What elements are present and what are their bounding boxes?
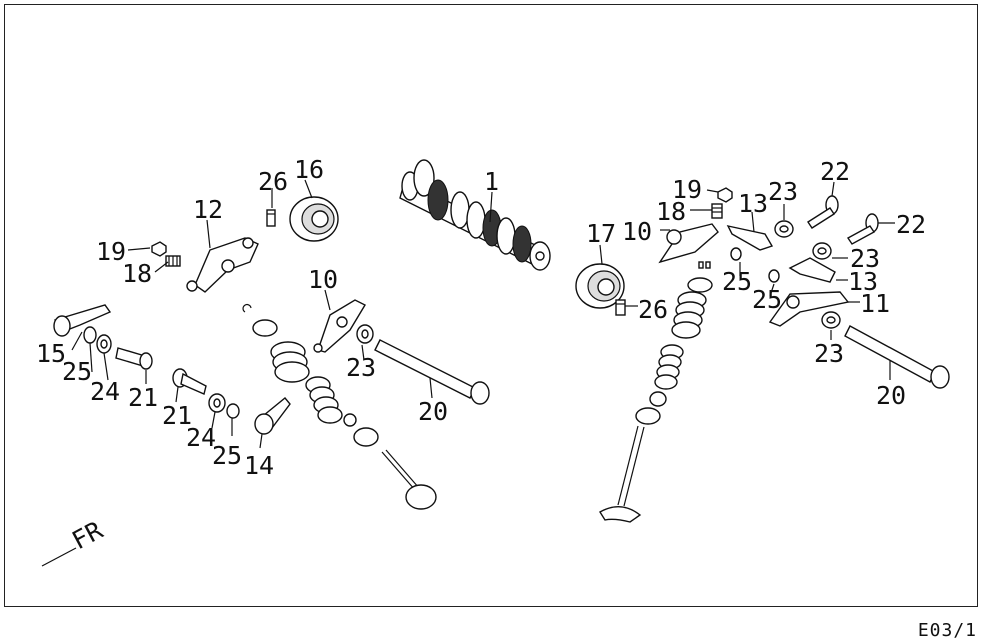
callout-labels: 1 10 10 11 12 13 13 14 15 16 17 18 18 19…	[36, 155, 926, 480]
bearing-16	[289, 196, 339, 242]
washer-25-left	[83, 326, 97, 344]
rocker-arm-13-lower	[788, 257, 836, 283]
pushrod-20-right	[844, 325, 950, 389]
pin-26-right	[615, 299, 626, 316]
callout-12: 12	[193, 195, 223, 224]
callout-18-left: 18	[122, 259, 152, 288]
screw-18-left	[165, 255, 181, 267]
callout-21-upper: 21	[128, 383, 158, 412]
callout-23-upper-right: 23	[768, 177, 798, 206]
callout-18-right: 18	[656, 197, 686, 226]
nut-19-left	[151, 241, 167, 257]
callout-22-lower: 22	[896, 210, 926, 239]
callout-1: 1	[484, 167, 499, 196]
spacer-24-left	[96, 334, 112, 354]
callout-21-lower: 21	[162, 401, 192, 430]
callout-11: 11	[860, 289, 890, 318]
callout-23-bottom-right: 23	[814, 339, 844, 368]
right-valve-assembly	[599, 261, 713, 523]
washer-25-lower	[226, 403, 240, 419]
callout-25-left: 25	[62, 357, 92, 386]
shaft-22-upper	[807, 195, 839, 229]
camshaft	[399, 159, 551, 271]
left-valve-assembly	[242, 304, 437, 510]
rocker-arm-10-left	[313, 299, 366, 353]
leader-lines	[71, 179, 895, 449]
callout-20-left: 20	[418, 397, 448, 426]
callout-26-left: 26	[258, 167, 288, 196]
pushrod-20-left	[374, 339, 490, 405]
callout-26-right: 26	[638, 295, 668, 324]
callout-23-mid: 23	[346, 353, 376, 382]
washer-23-lower-right	[812, 242, 832, 260]
rocker-arm-10-right	[658, 223, 719, 264]
callout-19-left: 19	[96, 237, 126, 266]
rocker-arm-15	[53, 304, 112, 337]
rocker-arm-12	[186, 237, 259, 293]
washer-25-right-b	[768, 269, 780, 283]
callout-24-lower: 24	[186, 423, 216, 452]
shaft-21-upper	[115, 347, 153, 370]
screw-18-right	[711, 203, 723, 219]
washer-23-bottom-right	[821, 311, 841, 329]
washer-23-upper-right	[774, 220, 794, 238]
callout-13-upper: 13	[738, 189, 768, 218]
shaft-21-lower	[172, 368, 207, 395]
callout-14: 14	[244, 451, 274, 480]
callout-13-lower: 13	[848, 267, 878, 296]
washer-25-right-a	[730, 247, 742, 261]
shaft-22-lower	[846, 213, 879, 245]
callout-16: 16	[294, 155, 324, 184]
rocker-arm-13-upper	[726, 225, 774, 251]
callout-25-right-a: 25	[722, 267, 752, 296]
callout-10-right: 10	[622, 217, 652, 246]
callout-15: 15	[36, 339, 66, 368]
callout-24-upper: 24	[90, 377, 120, 406]
callout-17: 17	[586, 219, 616, 248]
callout-19-right: 19	[672, 175, 702, 204]
diagram-frame	[4, 4, 978, 607]
callout-20-right: 20	[876, 381, 906, 410]
front-direction-arrow	[41, 547, 77, 567]
callout-22-upper: 22	[820, 157, 850, 186]
washer-24-lower	[208, 393, 226, 413]
callout-10-left: 10	[308, 265, 338, 294]
bearing-17	[575, 263, 625, 309]
callout-23-lower-right: 23	[850, 244, 880, 273]
sheet-code: E03/1	[917, 620, 977, 641]
pin-26-left	[266, 209, 276, 227]
nut-19-right	[717, 187, 733, 203]
washer-23-mid	[356, 324, 374, 344]
rocker-arm-14	[254, 397, 291, 435]
callout-25-lower: 25	[212, 441, 242, 470]
callout-25-right-b: 25	[752, 285, 782, 314]
